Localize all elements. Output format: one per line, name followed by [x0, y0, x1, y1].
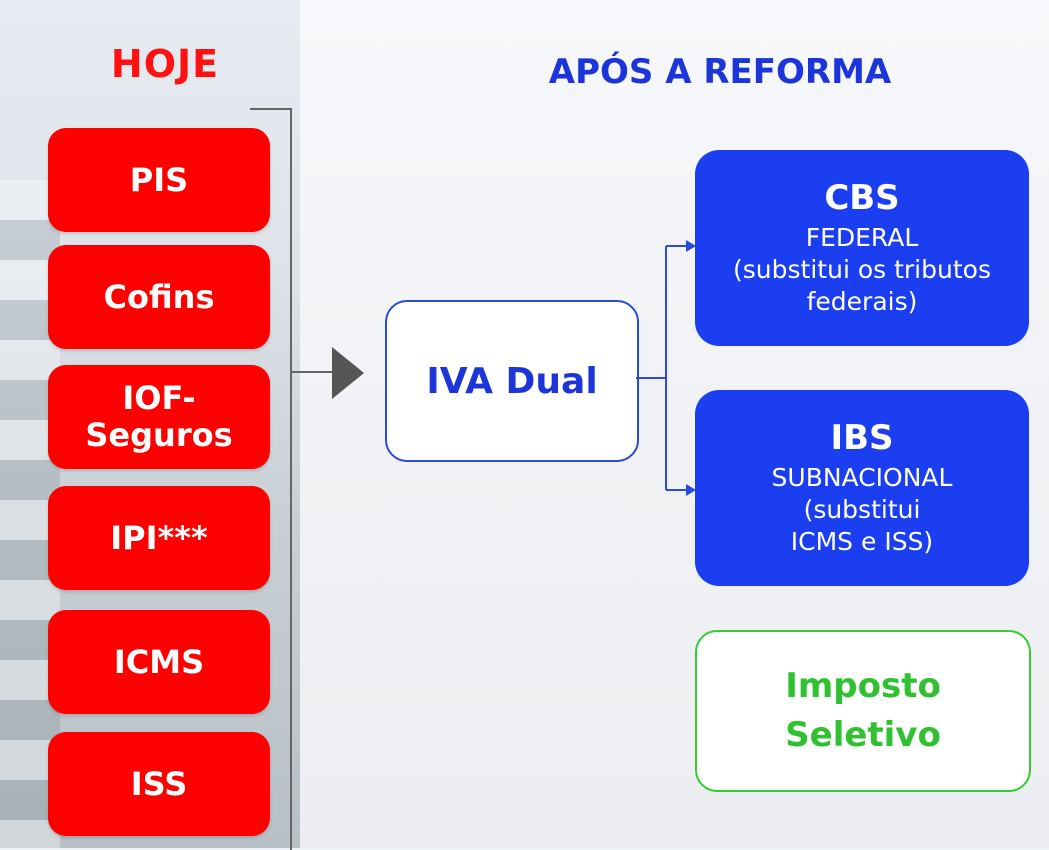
imposto-seletivo-line-2: Seletivo — [785, 715, 941, 755]
grouping-bracket — [250, 108, 292, 850]
tax-box-label: Cofins — [103, 277, 215, 316]
right-arrow-icon — [332, 347, 364, 399]
tax-box-label: PIS — [129, 160, 189, 199]
arrow-to-cbs-icon — [686, 240, 696, 252]
tax-box-icms: ICMS — [48, 610, 270, 714]
imposto-seletivo-box: Imposto Seletivo — [695, 630, 1031, 792]
cbs-line-2: (substitui os tributos — [733, 255, 991, 284]
title-today: HOJE — [110, 42, 220, 86]
tax-box-label-line2: Seguros — [85, 416, 233, 454]
title-after-reform: APÓS A REFORMA — [548, 52, 892, 92]
tax-box-pis: PIS — [48, 128, 270, 232]
tax-box-cofins: Cofins — [48, 245, 270, 349]
arrow-to-ibs-icon — [686, 484, 696, 496]
cbs-title: CBS — [824, 178, 900, 218]
tax-box-label-line1: IOF- — [122, 379, 196, 418]
tax-box-iss: ISS — [48, 732, 270, 836]
cbs-box: CBS FEDERAL (substitui os tributos feder… — [695, 150, 1029, 346]
tax-box-ipi: IPI*** — [48, 486, 270, 590]
ibs-title: IBS — [830, 418, 894, 458]
tax-box-label: ICMS — [113, 642, 205, 681]
iva-dual-box: IVA Dual — [385, 300, 639, 462]
tax-box-label: ISS — [130, 764, 188, 803]
cbs-line-1: FEDERAL — [805, 223, 919, 252]
imposto-seletivo-line-1: Imposto — [785, 665, 941, 706]
bracket-connector-line — [290, 371, 332, 373]
ibs-line-3: ICMS e ISS) — [790, 527, 934, 556]
ibs-line-2: (substitui — [803, 495, 921, 524]
ibs-box: IBS SUBNACIONAL (substitui ICMS e ISS) — [695, 390, 1029, 586]
iva-dual-label: IVA Dual — [426, 360, 598, 402]
cbs-line-3: federais) — [806, 287, 918, 316]
tax-box-iof-seguros: IOF- Seguros — [48, 365, 270, 469]
tax-box-label: IPI*** — [110, 518, 208, 557]
ibs-line-1: SUBNACIONAL — [771, 463, 953, 492]
